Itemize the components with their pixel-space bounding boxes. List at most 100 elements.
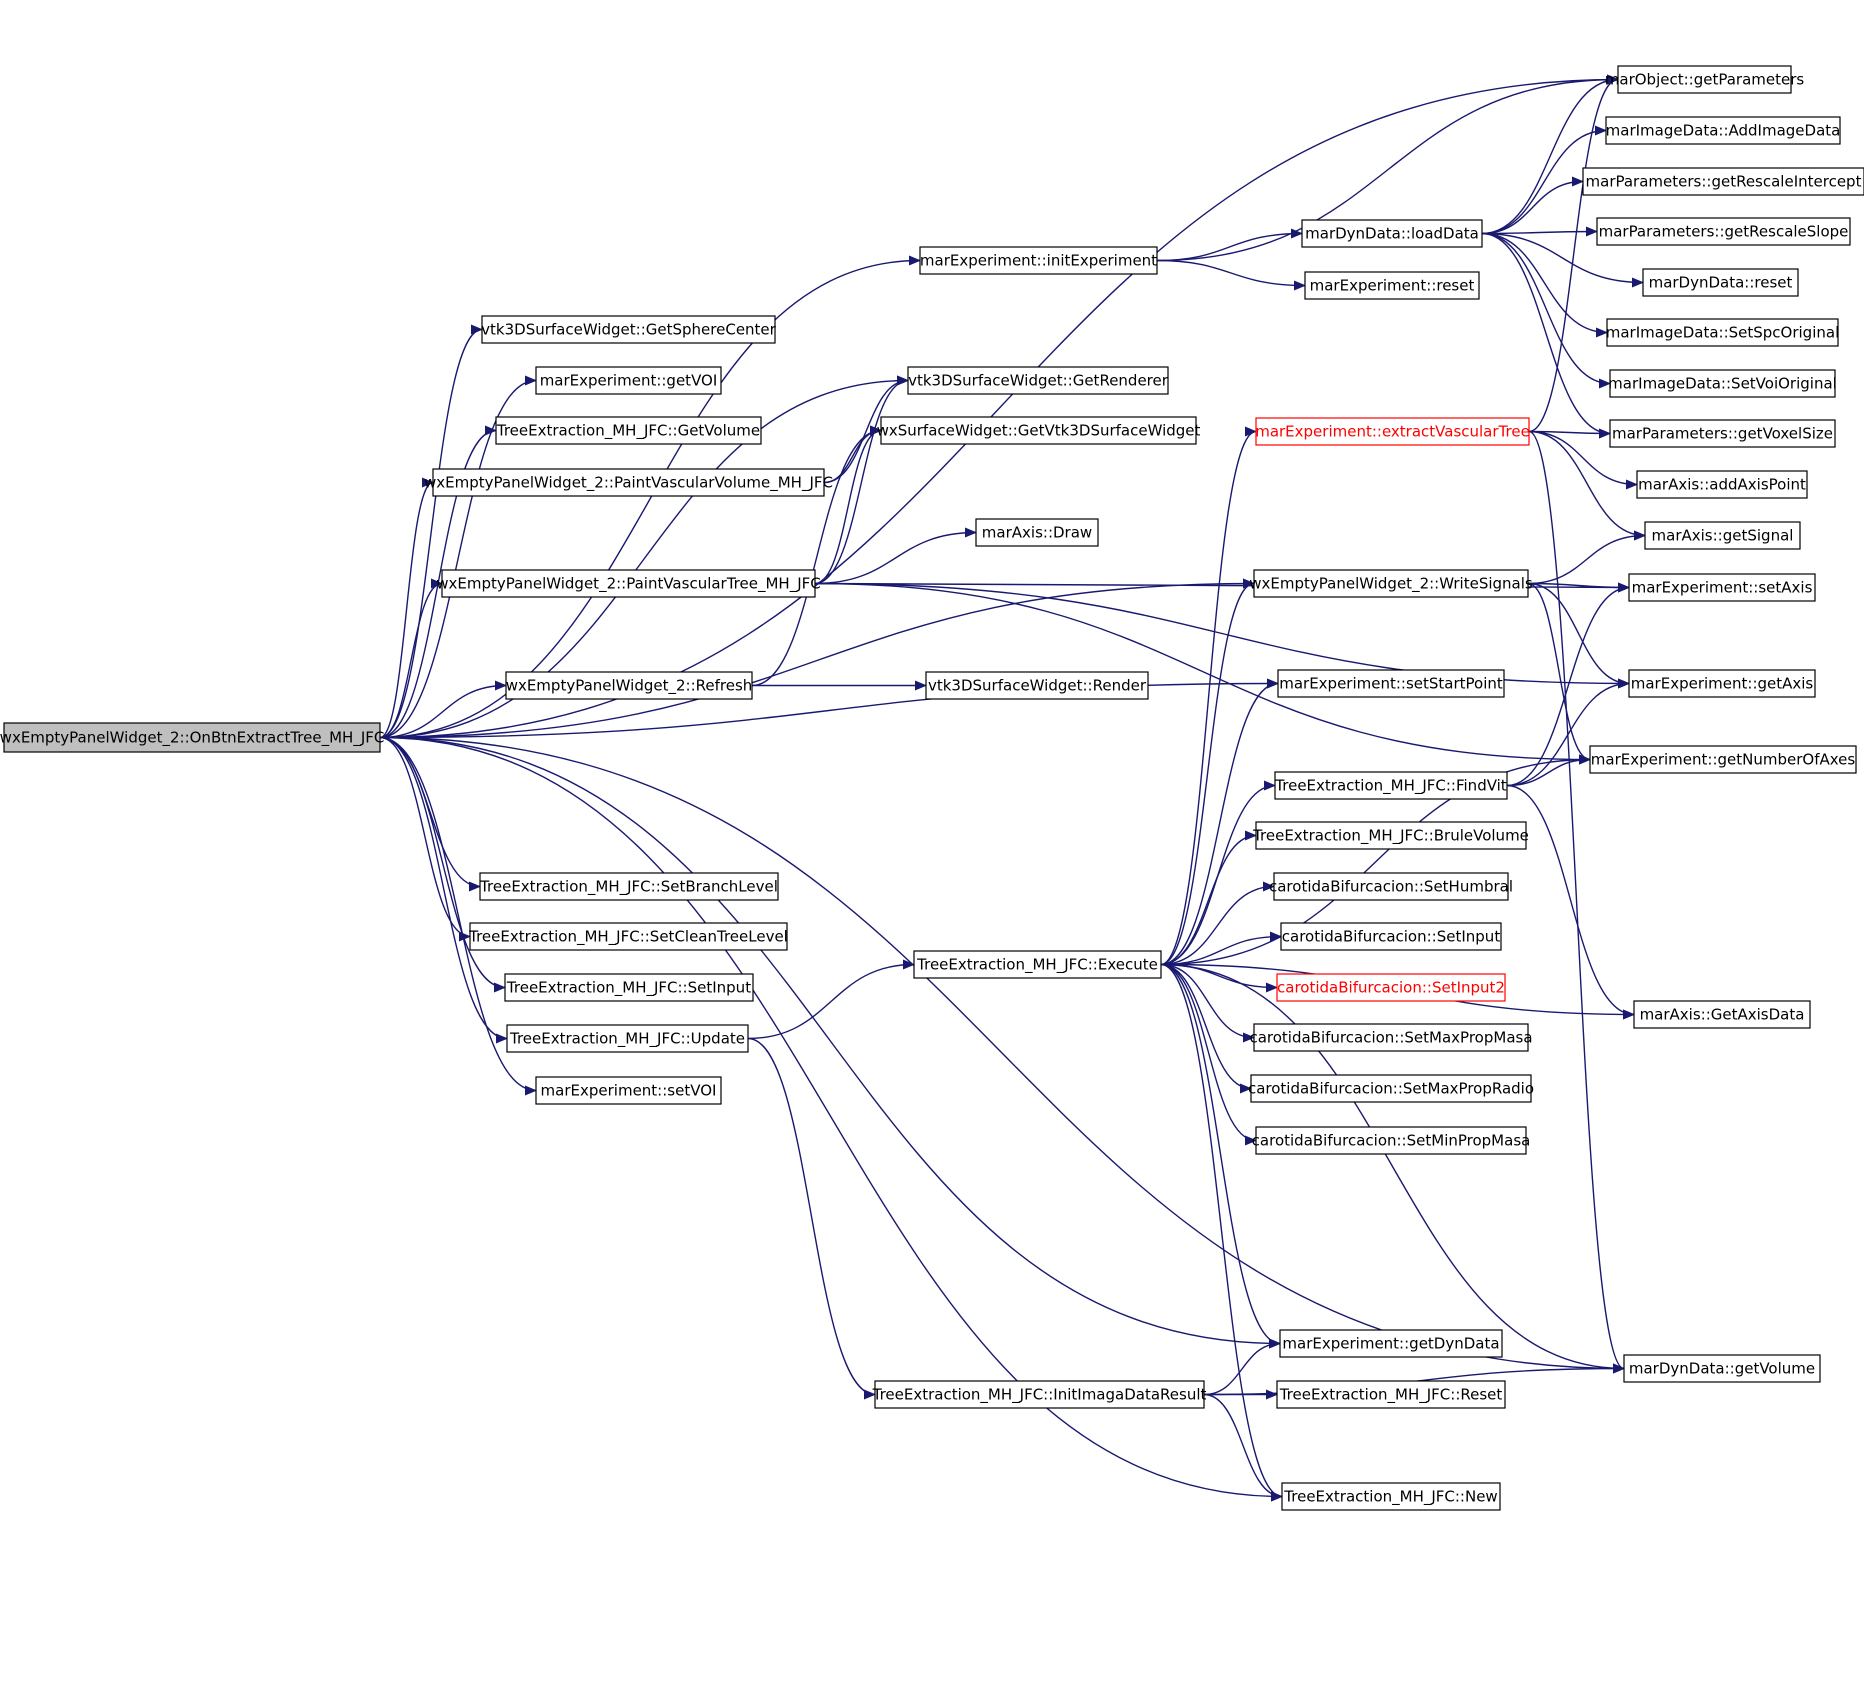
node-setMaxPropRadio[interactable]: carotidaBifurcacion::SetMaxPropRadio (1248, 1074, 1534, 1103)
node-addAxisPoint[interactable]: marAxis::addAxisPoint (1636, 470, 1808, 499)
node-label: marExperiment::getNumberOfAxes (1591, 751, 1856, 769)
node-getVolumeTE[interactable]: TreeExtraction_MH_JFC::GetVolume (495, 416, 762, 445)
edge-initImaga-to-getDynData (1203, 1338, 1281, 1396)
edge-root-to-refresh (379, 680, 507, 739)
edge-execute-to-writeSignals (1160, 578, 1255, 966)
node-label: carotidaBifurcacion::SetMaxPropMasa (1249, 1029, 1532, 1047)
node-setVoiOriginal[interactable]: marImageData::SetVoiOriginal (1608, 369, 1837, 398)
node-label: marParameters::getRescaleSlope (1599, 223, 1849, 241)
node-setMinPropMasa[interactable]: carotidaBifurcacion::SetMinPropMasa (1252, 1126, 1531, 1155)
edge-paintTree-to-axisDraw (814, 527, 977, 585)
node-getRescaleSlope[interactable]: marParameters::getRescaleSlope (1596, 217, 1851, 246)
node-initImaga[interactable]: TreeExtraction_MH_JFC::InitImagaDataResu… (872, 1380, 1207, 1409)
node-label: vtk3DSurfaceWidget::Render (928, 677, 1147, 695)
node-setStartPoint[interactable]: marExperiment::setStartPoint (1277, 669, 1505, 698)
node-label: marObject::getParameters (1605, 71, 1805, 89)
node-extractVascular[interactable]: marExperiment::extractVascularTree (1255, 417, 1530, 446)
node-getSphereCenter[interactable]: vtk3DSurfaceWidget::GetSphereCenter (481, 315, 777, 344)
edge-root-to-setVOI (379, 736, 537, 1096)
node-box (925, 671, 1149, 700)
node-setCleanTree[interactable]: TreeExtraction_MH_JFC::SetCleanTreeLevel (468, 922, 788, 951)
node-getVtk3D[interactable]: wxSurfaceWidget::GetVtk3DSurfaceWidget (877, 416, 1201, 445)
edge-root-to-paintVolume (379, 477, 434, 739)
node-cbSetInput[interactable]: carotidaBifurcacion::SetInput (1280, 922, 1502, 951)
node-paintVolume[interactable]: wxEmptyPanelWidget_2::PaintVascularVolum… (424, 468, 833, 497)
node-addImageData[interactable]: marImageData::AddImageData (1605, 116, 1841, 145)
node-label: carotidaBifurcacion::SetInput (1282, 928, 1501, 946)
node-paintTree[interactable]: wxEmptyPanelWidget_2::PaintVascularTree_… (436, 569, 821, 598)
node-setHumbral[interactable]: carotidaBifurcacion::SetHumbral (1269, 872, 1513, 901)
node-execute[interactable]: TreeExtraction_MH_JFC::Execute (913, 950, 1162, 979)
node-label: marAxis::GetAxisData (1640, 1006, 1805, 1024)
node-getDynData[interactable]: marExperiment::getDynData (1279, 1329, 1503, 1358)
edge-root-to-teNew (379, 736, 1283, 1502)
node-label: marExperiment::initExperiment (920, 252, 1157, 270)
edge-root-to-update (379, 736, 508, 1044)
node-getParameters[interactable]: marObject::getParameters (1605, 65, 1805, 94)
edge-execute-to-dynGetVolume (1160, 963, 1625, 1374)
node-label: TreeExtraction_MH_JFC::Execute (916, 956, 1158, 975)
node-getAxisData[interactable]: marAxis::GetAxisData (1633, 1000, 1811, 1029)
node-loadData[interactable]: marDynData::loadData (1301, 219, 1483, 248)
node-initExperiment[interactable]: marExperiment::initExperiment (919, 246, 1158, 275)
node-getVoxelSize[interactable]: marParameters::getVoxelSize (1609, 419, 1836, 448)
edge-root-to-getVOI (379, 375, 537, 739)
node-getSignal[interactable]: marAxis::getSignal (1644, 521, 1801, 550)
node-writeSignals[interactable]: wxEmptyPanelWidget_2::WriteSignals (1249, 569, 1533, 598)
node-expReset[interactable]: marExperiment::reset (1304, 271, 1480, 300)
edge-loadData-to-getRescaleIntercept (1481, 176, 1584, 235)
node-label: marExperiment::setVOI (541, 1082, 717, 1100)
node-bruleVolume[interactable]: TreeExtraction_MH_JFC::BruleVolume (1252, 821, 1529, 850)
node-label: wxEmptyPanelWidget_2::PaintVascularVolum… (424, 474, 833, 493)
node-update[interactable]: TreeExtraction_MH_JFC::Update (506, 1024, 749, 1053)
edge-extractVascular-to-dynGetVolume (1528, 430, 1625, 1374)
node-label: TreeExtraction_MH_JFC::GetVolume (496, 422, 760, 441)
edge-paintTree-to-getVtk3D (814, 425, 882, 585)
node-getRescaleIntercept[interactable]: marParameters::getRescaleIntercept (1582, 167, 1864, 196)
node-box (913, 950, 1162, 979)
node-render[interactable]: vtk3DSurfaceWidget::Render (925, 671, 1149, 700)
edge-loadData-to-getRescaleSlope (1481, 226, 1598, 237)
edge-update-to-execute (747, 959, 915, 1040)
edge-execute-to-setMaxPropMasa (1160, 963, 1255, 1043)
node-box (1255, 1126, 1527, 1155)
node-setBranchLevel[interactable]: TreeExtraction_MH_JFC::SetBranchLevel (479, 872, 779, 901)
node-label: marExperiment::getVOI (540, 372, 718, 390)
node-setInput2[interactable]: carotidaBifurcacion::SetInput2 (1276, 973, 1506, 1002)
edge-root-to-teSetInput (379, 736, 506, 993)
node-refresh[interactable]: wxEmptyPanelWidget_2::Refresh (505, 671, 753, 700)
node-getRenderer[interactable]: vtk3DSurfaceWidget::GetRenderer (907, 366, 1169, 395)
edge-root-to-getDynData (379, 736, 1281, 1349)
node-teSetInput[interactable]: TreeExtraction_MH_JFC::SetInput (504, 973, 754, 1002)
node-label: TreeExtraction_MH_JFC::BruleVolume (1252, 827, 1529, 846)
edge-loadData-to-getVoxelSize (1481, 232, 1611, 439)
node-getNumberOfAxes[interactable]: marExperiment::getNumberOfAxes (1589, 745, 1857, 774)
node-label: marDynData::getVolume (1629, 1360, 1815, 1378)
node-setSpcOriginal[interactable]: marImageData::SetSpcOriginal (1606, 318, 1840, 347)
edge-findVit-to-getAxis (1506, 678, 1630, 787)
edge-initExperiment-to-loadData (1156, 228, 1303, 262)
node-root[interactable]: wxEmptyPanelWidget_2::OnBtnExtractTree_M… (0, 722, 384, 753)
node-teNew[interactable]: TreeExtraction_MH_JFC::New (1281, 1482, 1501, 1511)
node-dynGetVolume[interactable]: marDynData::getVolume (1623, 1354, 1821, 1383)
node-box (1280, 922, 1502, 951)
node-getAxis[interactable]: marExperiment::getAxis (1628, 669, 1816, 698)
node-setAxis[interactable]: marExperiment::setAxis (1628, 573, 1816, 602)
node-findVit[interactable]: TreeExtraction_MH_JFC::FindVit (1274, 771, 1508, 800)
node-box (1644, 521, 1801, 550)
node-label: marDynData::loadData (1305, 225, 1479, 243)
node-teReset[interactable]: TreeExtraction_MH_JFC::Reset (1276, 1380, 1506, 1409)
node-setMaxPropMasa[interactable]: carotidaBifurcacion::SetMaxPropMasa (1249, 1023, 1533, 1052)
node-getVOI[interactable]: marExperiment::getVOI (535, 366, 722, 395)
node-setVOI[interactable]: marExperiment::setVOI (535, 1076, 722, 1105)
node-label: marAxis::addAxisPoint (1638, 476, 1806, 494)
edge-root-to-initExperiment (379, 255, 921, 739)
node-box (1301, 219, 1483, 248)
node-box (1276, 1380, 1506, 1409)
node-box (1273, 872, 1509, 901)
edge-execute-to-bruleVolume (1160, 830, 1257, 966)
node-label: carotidaBifurcacion::SetInput2 (1277, 979, 1505, 997)
node-axisDraw[interactable]: marAxis::Draw (975, 518, 1099, 547)
node-dynReset[interactable]: marDynData::reset (1642, 268, 1799, 297)
node-box (1609, 369, 1836, 398)
